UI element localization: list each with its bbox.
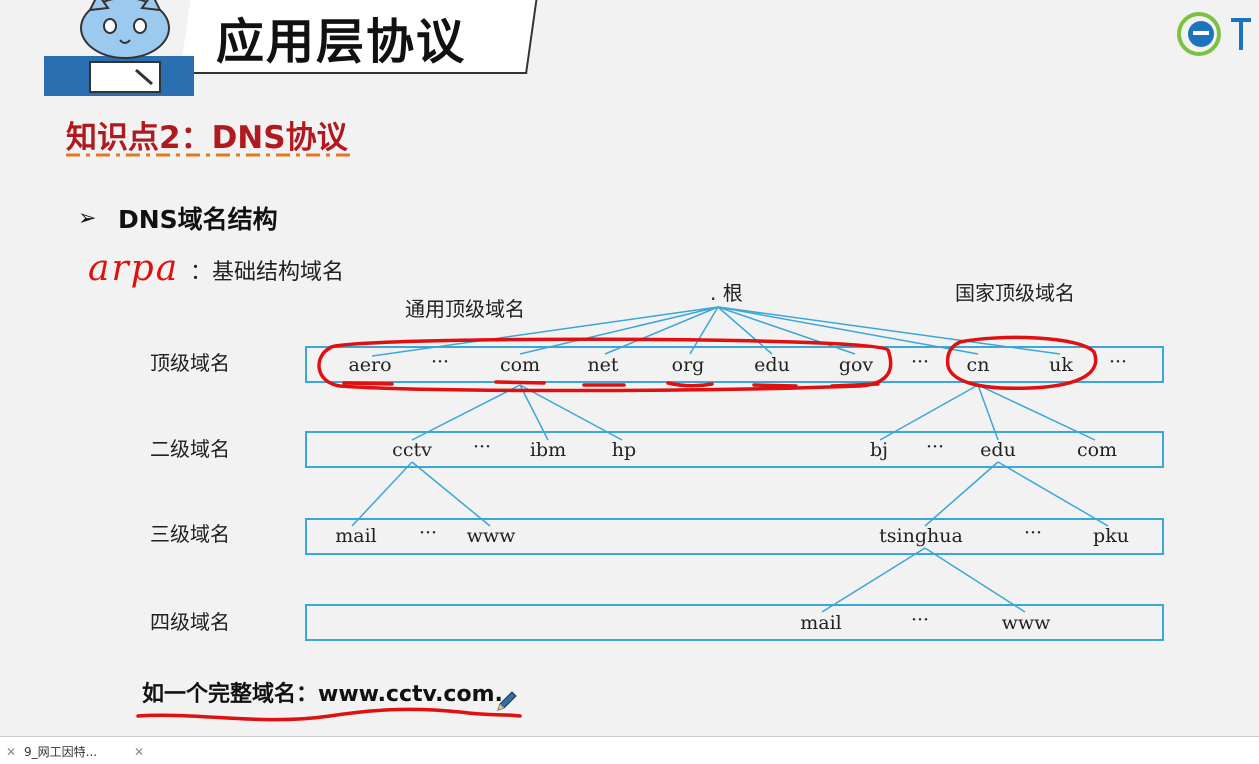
- tree-node: pku: [1093, 525, 1129, 547]
- ellipsis: ···: [473, 436, 491, 458]
- level-box-second: [305, 431, 1164, 468]
- tree-node: cn: [967, 354, 990, 376]
- pencil-icon[interactable]: [494, 690, 518, 714]
- tree-node: com: [1077, 439, 1117, 461]
- tree-node: hp: [612, 439, 636, 461]
- tree-node: mail: [335, 525, 377, 547]
- ellipsis: ···: [926, 436, 944, 458]
- bottom-taskbar: ✕ 9_网工因特... ✕: [0, 736, 1259, 764]
- red-underline-aero: [342, 381, 394, 386]
- brand-logo-icon: [1177, 12, 1251, 56]
- level-label: 顶级域名: [150, 351, 230, 375]
- ellipsis: ···: [419, 522, 437, 544]
- tree-node: mail: [800, 612, 842, 634]
- red-underline-gov: [830, 382, 880, 388]
- red-underline-example: [136, 707, 522, 722]
- close-icon[interactable]: ✕: [6, 745, 17, 759]
- red-underline-org: [666, 381, 714, 388]
- arpa-description: ：基础结构域名: [190, 260, 345, 285]
- cat-mascot-icon: [44, 0, 194, 96]
- tree-node: org: [672, 354, 705, 376]
- country-group-label: 国家顶级域名: [955, 281, 1075, 305]
- close-icon[interactable]: ✕: [134, 745, 145, 759]
- tree-node: cctv: [392, 439, 432, 461]
- tree-node: edu: [980, 439, 1016, 461]
- tree-node: edu: [754, 354, 790, 376]
- knowledge-point-title: 知识点2：DNS协议: [66, 120, 348, 156]
- root-label: . 根: [710, 281, 743, 305]
- section-heading: DNS域名结构: [118, 205, 278, 234]
- level-box-top: [305, 346, 1164, 383]
- tree-node: www: [467, 525, 517, 547]
- level-label: 四级域名: [150, 610, 230, 634]
- ellipsis: ···: [1024, 522, 1042, 544]
- page-title: 应用层协议: [216, 14, 467, 70]
- example-domain: 如一个完整域名：www.cctv.com.: [142, 682, 503, 707]
- red-underline-com: [494, 380, 546, 385]
- tab-label: 9_网工因特...: [24, 745, 98, 759]
- tree-node: aero: [348, 354, 391, 376]
- tree-node: net: [587, 354, 618, 376]
- tree-node: gov: [839, 354, 874, 376]
- level-label: 二级域名: [150, 437, 230, 461]
- level-label: 三级域名: [150, 522, 230, 546]
- title-underline: [66, 153, 356, 157]
- red-underline-edu: [752, 383, 798, 388]
- level-box-fourth: [305, 604, 1164, 641]
- generic-group-label: 通用顶级域名: [405, 297, 525, 321]
- bullet-arrow-icon: ➢: [78, 206, 97, 231]
- ellipsis: ···: [911, 351, 929, 373]
- red-circle-country: [945, 335, 1098, 391]
- ellipsis: ···: [431, 351, 449, 373]
- tree-node: tsinghua: [879, 525, 963, 547]
- level-box-third: [305, 518, 1164, 555]
- handwritten-arpa: arpa: [88, 248, 180, 289]
- tree-node: bj: [870, 439, 888, 461]
- ellipsis: ···: [911, 609, 929, 631]
- ellipsis: ···: [1109, 351, 1127, 373]
- tree-node: com: [500, 354, 540, 376]
- tree-node: www: [1002, 612, 1052, 634]
- tree-node: ibm: [530, 439, 566, 461]
- tree-node: uk: [1049, 354, 1073, 376]
- taskbar-tab[interactable]: ✕ 9_网工因特... ✕: [0, 741, 150, 763]
